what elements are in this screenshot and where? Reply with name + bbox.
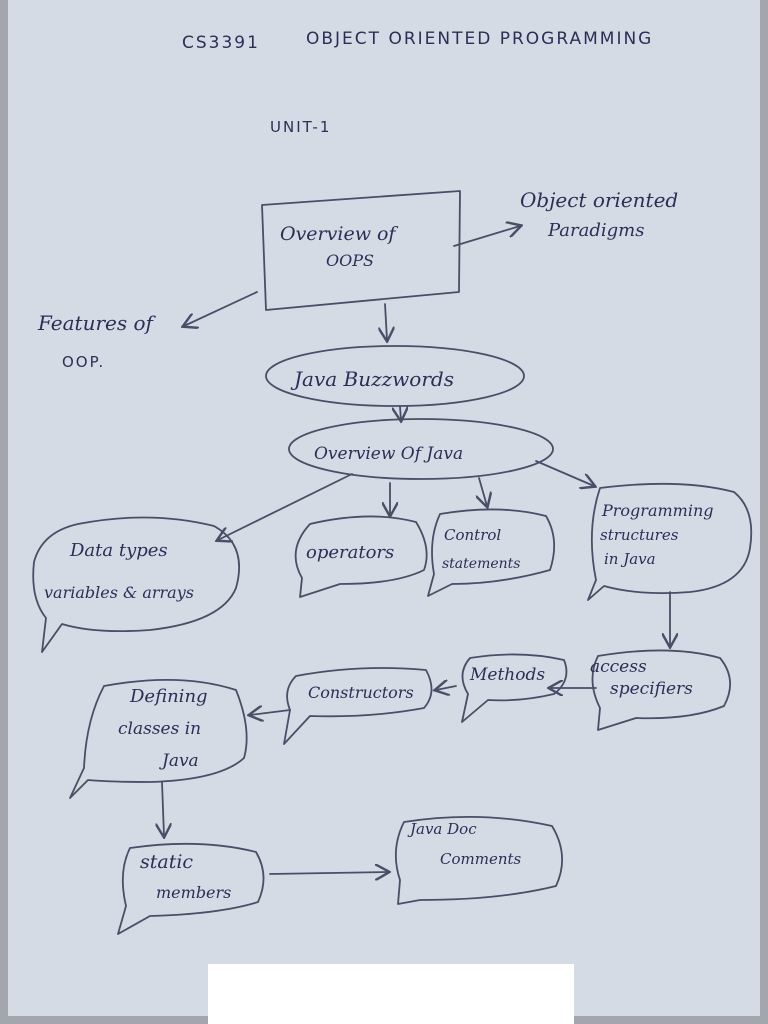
arrow-to-control [479, 477, 487, 506]
methods-label: Methods [469, 665, 545, 685]
java-buzzwords-label: Java Buzzwords [290, 367, 454, 391]
defining-line3: Java [159, 751, 199, 771]
arrow-to-data-types [218, 473, 353, 540]
defining-line2: classes in [118, 719, 201, 739]
arrow-to-features [184, 291, 258, 326]
arrow-to-static-members [162, 781, 164, 836]
node-javadoc-comments: Java Doc Comments [394, 815, 564, 905]
constructors-label: Constructors [308, 683, 414, 702]
programming-line1: Programming [601, 501, 713, 520]
oo-paradigms-line2: Paradigms [547, 220, 644, 241]
unit-label: UNIT-1 [270, 118, 331, 136]
arrow-to-programming [535, 460, 594, 486]
arrow-to-buzzwords [385, 303, 387, 340]
node-overview-java: Overview Of Java [288, 418, 554, 480]
overview-oops-line1: Overview of [280, 223, 398, 245]
course-code: CS3391 [182, 33, 260, 53]
features-line2: OOP. [62, 353, 105, 371]
blank-white-patch [208, 964, 574, 1024]
node-overview-oops: Overview of OOPS [261, 190, 461, 311]
node-operators: operators [294, 515, 428, 598]
node-defining-classes: Defining classes in Java [69, 678, 248, 799]
node-constructors: Constructors [283, 667, 433, 745]
access-line2: specifiers [610, 679, 693, 699]
control-line1: Control [444, 526, 501, 544]
node-data-types: Data types variables & arrays [32, 516, 240, 653]
node-features-oop: Features of OOP. [37, 311, 157, 371]
static-line1: static [140, 851, 193, 873]
overview-oops-line2: OOPS [326, 251, 374, 270]
programming-line2: structures [600, 526, 679, 544]
static-line2: members [156, 883, 231, 902]
node-control-statements: Control statements [427, 508, 556, 597]
control-line2: statements [442, 556, 520, 572]
features-line1: Features of [37, 311, 157, 335]
javadoc-line1: Java Doc [407, 820, 477, 838]
arrow-to-paradigms [453, 226, 520, 247]
data-types-line1: Data types [69, 540, 168, 561]
operators-label: operators [306, 542, 394, 563]
defining-line1: Defining [129, 686, 208, 707]
javadoc-line2: Comments [440, 850, 522, 868]
arrow-to-constructors [436, 686, 457, 690]
data-types-line2: variables & arrays [44, 583, 194, 602]
node-methods: Methods [461, 653, 568, 723]
access-line1: access [590, 657, 647, 677]
node-static-members: static members [117, 842, 265, 935]
programming-line3: in Java [604, 550, 656, 568]
arrow-to-defining-classes [250, 710, 291, 715]
node-access-specifiers: access specifiers [590, 649, 731, 731]
node-oo-paradigms: Object oriented Paradigms [520, 188, 678, 241]
node-java-buzzwords: Java Buzzwords [265, 345, 525, 407]
overview-java-label: Overview Of Java [314, 444, 463, 464]
arrow-to-overview-java [400, 406, 401, 420]
oo-paradigms-line1: Object oriented [520, 188, 678, 212]
course-title: OBJECT ORIENTED PROGRAMMING [306, 29, 653, 49]
node-programming-structures: Programming structures in Java [587, 482, 753, 601]
arrow-to-javadoc [269, 872, 388, 874]
